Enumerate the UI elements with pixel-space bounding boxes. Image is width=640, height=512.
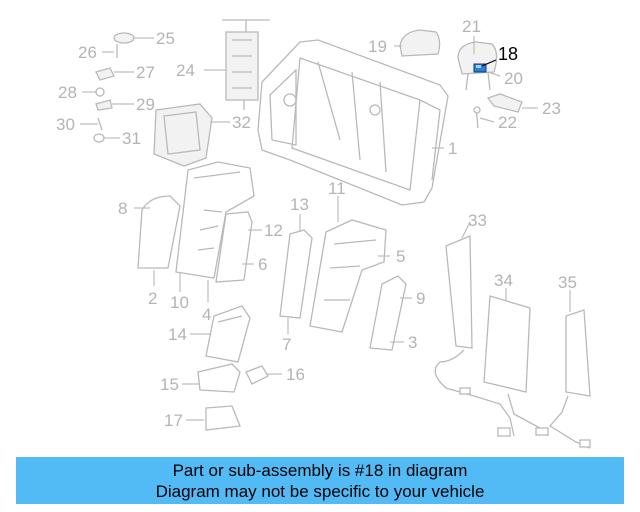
part-32 [153, 103, 213, 167]
label-11: 11 [328, 179, 346, 198]
label-20: 20 [504, 69, 523, 88]
caption-line-2: Diagram may not be specific to your vehi… [155, 482, 485, 501]
caption-banner: Part or sub-assembly is #18 in diagram D… [16, 457, 624, 504]
label-2: 2 [148, 289, 157, 308]
part-10-4 [175, 161, 255, 279]
part-28 [95, 87, 105, 97]
part-16 [245, 365, 269, 385]
part-24 [222, 19, 270, 110]
part-23 [486, 93, 523, 113]
callout-labels: 25 26 27 28 29 30 31 24 32 19 21 18 20 2… [56, 17, 577, 430]
label-26: 26 [78, 43, 97, 62]
label-28: 28 [58, 83, 77, 102]
label-14: 14 [168, 325, 187, 344]
label-21: 21 [462, 17, 481, 36]
part-27 [95, 67, 115, 81]
label-24: 24 [176, 61, 195, 80]
label-35: 35 [558, 273, 577, 292]
label-9: 9 [416, 289, 425, 308]
part-2-8 [137, 195, 181, 269]
part-9-3 [369, 275, 407, 351]
label-15: 15 [160, 375, 179, 394]
label-19: 19 [368, 37, 387, 56]
label-10: 10 [170, 293, 189, 312]
part-30 [97, 117, 103, 131]
parts-diagram: 25 26 27 28 29 30 31 24 32 19 21 18 20 2… [56, 17, 591, 449]
leader-lines [80, 36, 571, 421]
part-11-5 [309, 219, 387, 333]
label-7: 7 [282, 335, 291, 354]
label-5: 5 [396, 247, 405, 266]
label-17: 17 [164, 411, 183, 430]
label-1: 1 [448, 139, 457, 158]
part-33 [434, 235, 515, 437]
label-29: 29 [136, 95, 155, 114]
label-12: 12 [264, 221, 283, 240]
part-14 [205, 305, 251, 363]
part-15 [197, 363, 241, 393]
part-31 [93, 133, 105, 143]
part-29 [95, 99, 113, 111]
label-6: 6 [258, 255, 267, 274]
label-33: 33 [468, 211, 487, 230]
label-27: 27 [136, 63, 155, 82]
part-headrest-19 [399, 29, 441, 57]
label-4: 4 [202, 305, 211, 324]
part-18-highlight [473, 63, 487, 73]
label-30: 30 [56, 115, 75, 134]
part-25 [113, 32, 135, 44]
label-13: 13 [290, 195, 309, 214]
label-18: 18 [498, 44, 518, 64]
label-23: 23 [542, 99, 561, 118]
part-34 [483, 295, 549, 437]
label-16: 16 [286, 365, 305, 384]
label-34: 34 [494, 271, 513, 290]
label-25: 25 [156, 29, 175, 48]
caption-line-1: Part or sub-assembly is #18 in diagram [172, 461, 468, 480]
part-35 [549, 309, 591, 449]
part-seat-frame [257, 39, 449, 206]
label-22: 22 [498, 113, 517, 132]
label-3: 3 [408, 333, 417, 352]
part-17 [205, 405, 241, 431]
label-8: 8 [118, 199, 127, 218]
part-7-13 [279, 229, 313, 319]
part-headrest-21 [457, 41, 498, 75]
label-31: 31 [122, 129, 141, 148]
label-32: 32 [232, 113, 251, 132]
